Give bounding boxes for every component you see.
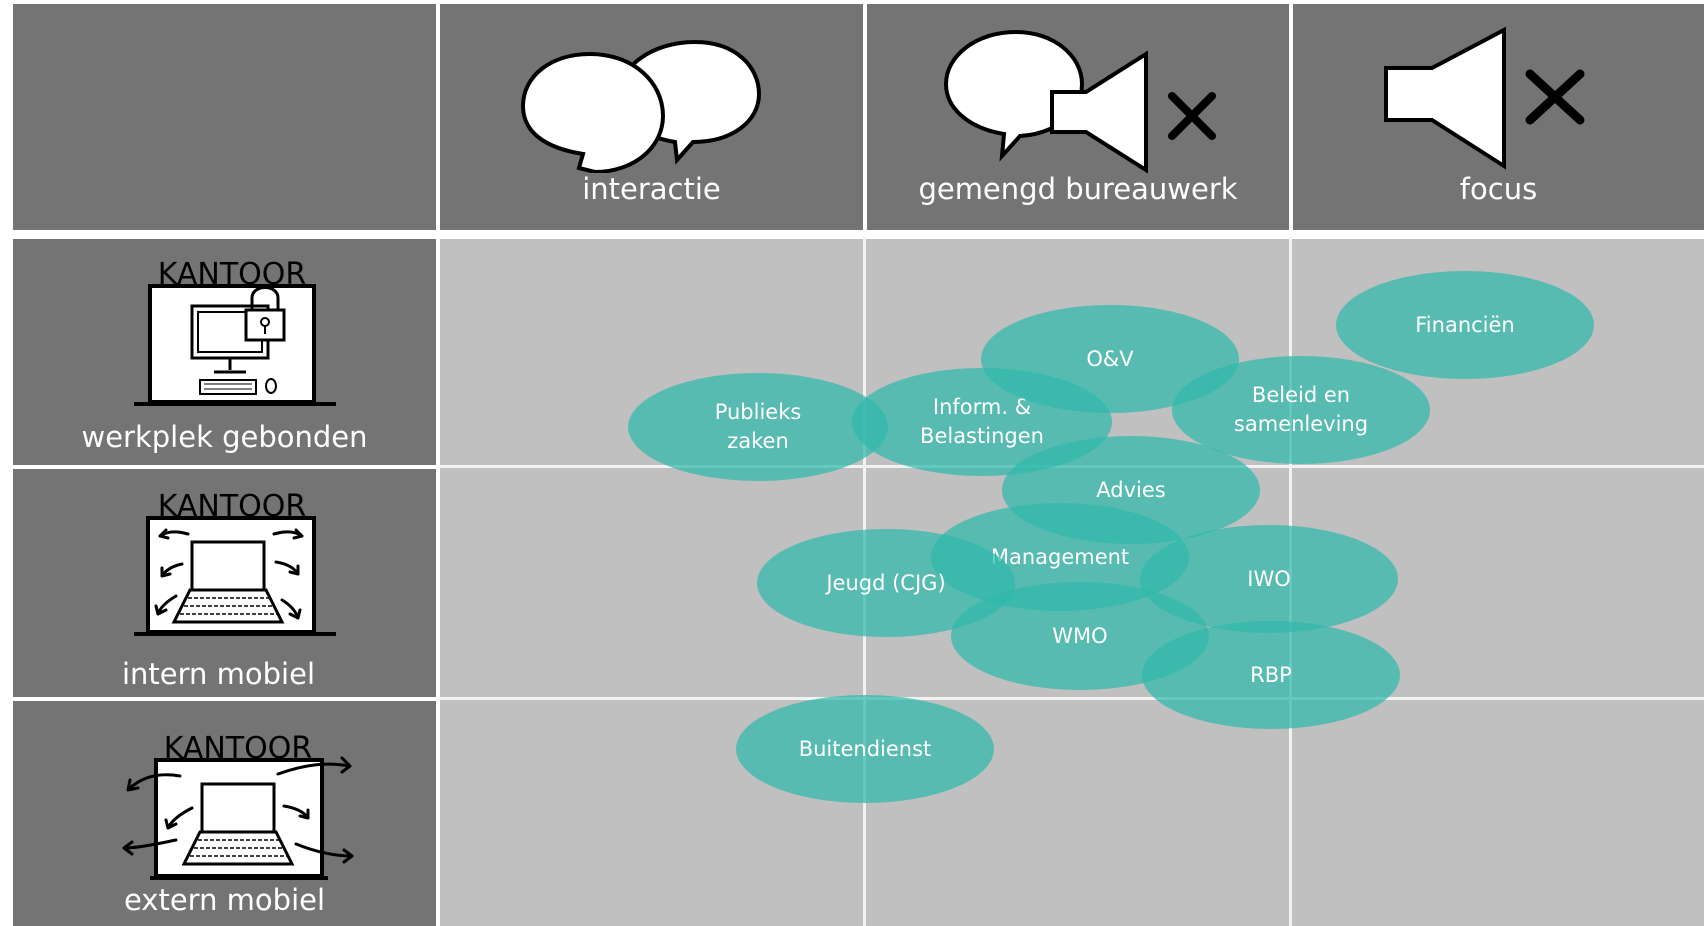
header-corner-cell xyxy=(13,4,436,230)
office-desktop-lock-icon: KANTOOR xyxy=(134,257,336,406)
department-publiekszaken: Publieks zaken xyxy=(628,373,888,481)
column-label-interactie: interactie xyxy=(582,172,721,206)
row-label-intern-mobiel: intern mobiel xyxy=(121,657,316,691)
speech-bubble-muted-speaker-icon xyxy=(943,29,1216,174)
department-beleid-en-samenleving: Beleid en samenleving xyxy=(1172,356,1430,464)
office-laptop-external-arrows-icon: KANTOOR xyxy=(122,731,354,880)
column-label-focus: focus xyxy=(1459,172,1538,206)
muted-speaker-icon xyxy=(1384,26,1585,170)
office-laptop-internal-arrows-icon: KANTOOR xyxy=(134,489,336,636)
grid-divider-h2 xyxy=(438,697,1704,700)
row-label-extern-mobiel: extern mobiel xyxy=(123,883,326,917)
department-buitendienst: Buitendienst xyxy=(736,695,994,803)
department-financien: Financiën xyxy=(1336,271,1594,379)
department-rbp: RBP xyxy=(1142,621,1400,729)
two-speech-bubbles-icon xyxy=(520,39,762,173)
column-label-gemengd-bureauwerk: gemengd bureauwerk xyxy=(918,172,1238,206)
department-jeugd-cjg: Jeugd (CJG) xyxy=(757,529,1015,637)
row-label-werkplek-gebonden: werkplek gebonden xyxy=(81,420,368,454)
